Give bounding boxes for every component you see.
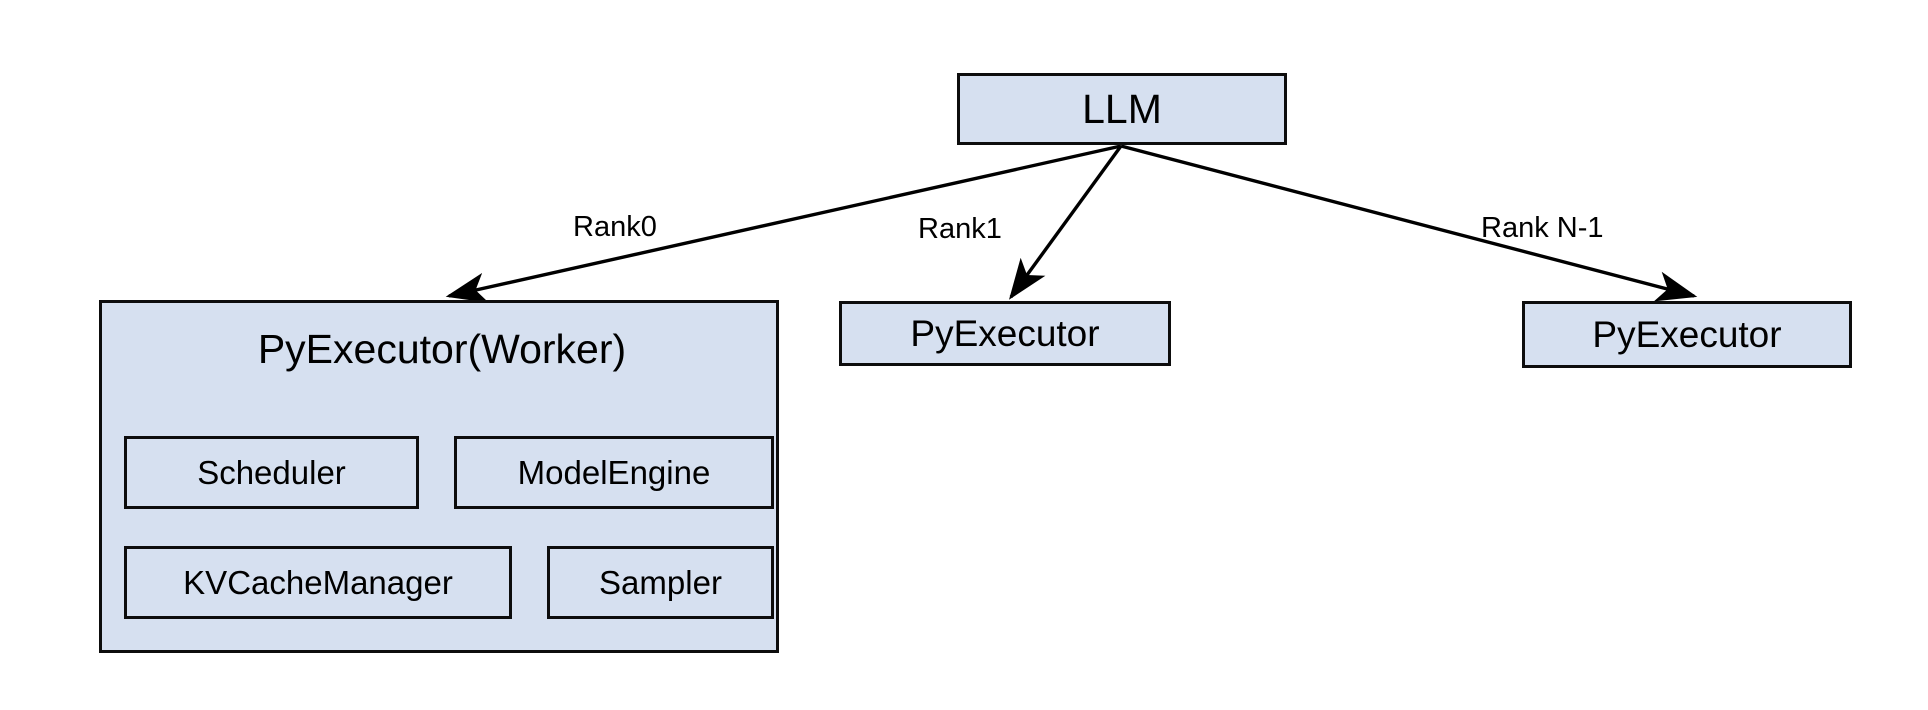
- node-model-engine-label: ModelEngine: [517, 454, 711, 491]
- node-pyexecutor-rank-n-1[interactable]: PyExecutor: [1522, 301, 1852, 368]
- edge-label-rank0: Rank0: [573, 211, 657, 243]
- node-pyexecutor-rank1[interactable]: PyExecutor: [839, 301, 1171, 366]
- edge-label-rank-n-1: Rank N-1: [1481, 212, 1604, 244]
- node-kv-cache-manager-label: KVCacheManager: [183, 564, 453, 601]
- node-llm-label: LLM: [1082, 85, 1162, 132]
- node-scheduler-label: Scheduler: [197, 454, 346, 491]
- edge-label-rank1: Rank1: [918, 213, 1002, 245]
- edge-rank0-line: [445, 144, 1122, 303]
- edge-rankn-line: [1120, 144, 1698, 302]
- node-pyexecutor-rank1-label: PyExecutor: [910, 313, 1100, 354]
- edge-rank1-line: [1008, 144, 1123, 300]
- node-model-engine[interactable]: ModelEngine: [454, 436, 774, 509]
- node-sampler[interactable]: Sampler: [547, 546, 774, 619]
- node-kv-cache-manager[interactable]: KVCacheManager: [124, 546, 512, 619]
- node-sampler-label: Sampler: [599, 564, 722, 601]
- node-llm[interactable]: LLM: [957, 73, 1287, 145]
- node-pyexecutor-worker-label: PyExecutor(Worker): [257, 326, 627, 372]
- node-scheduler[interactable]: Scheduler: [124, 436, 419, 509]
- node-pyexecutor-worker[interactable]: PyExecutor(Worker) Scheduler ModelEngine…: [99, 300, 779, 653]
- node-pyexecutor-rank-n-1-label: PyExecutor: [1592, 314, 1782, 355]
